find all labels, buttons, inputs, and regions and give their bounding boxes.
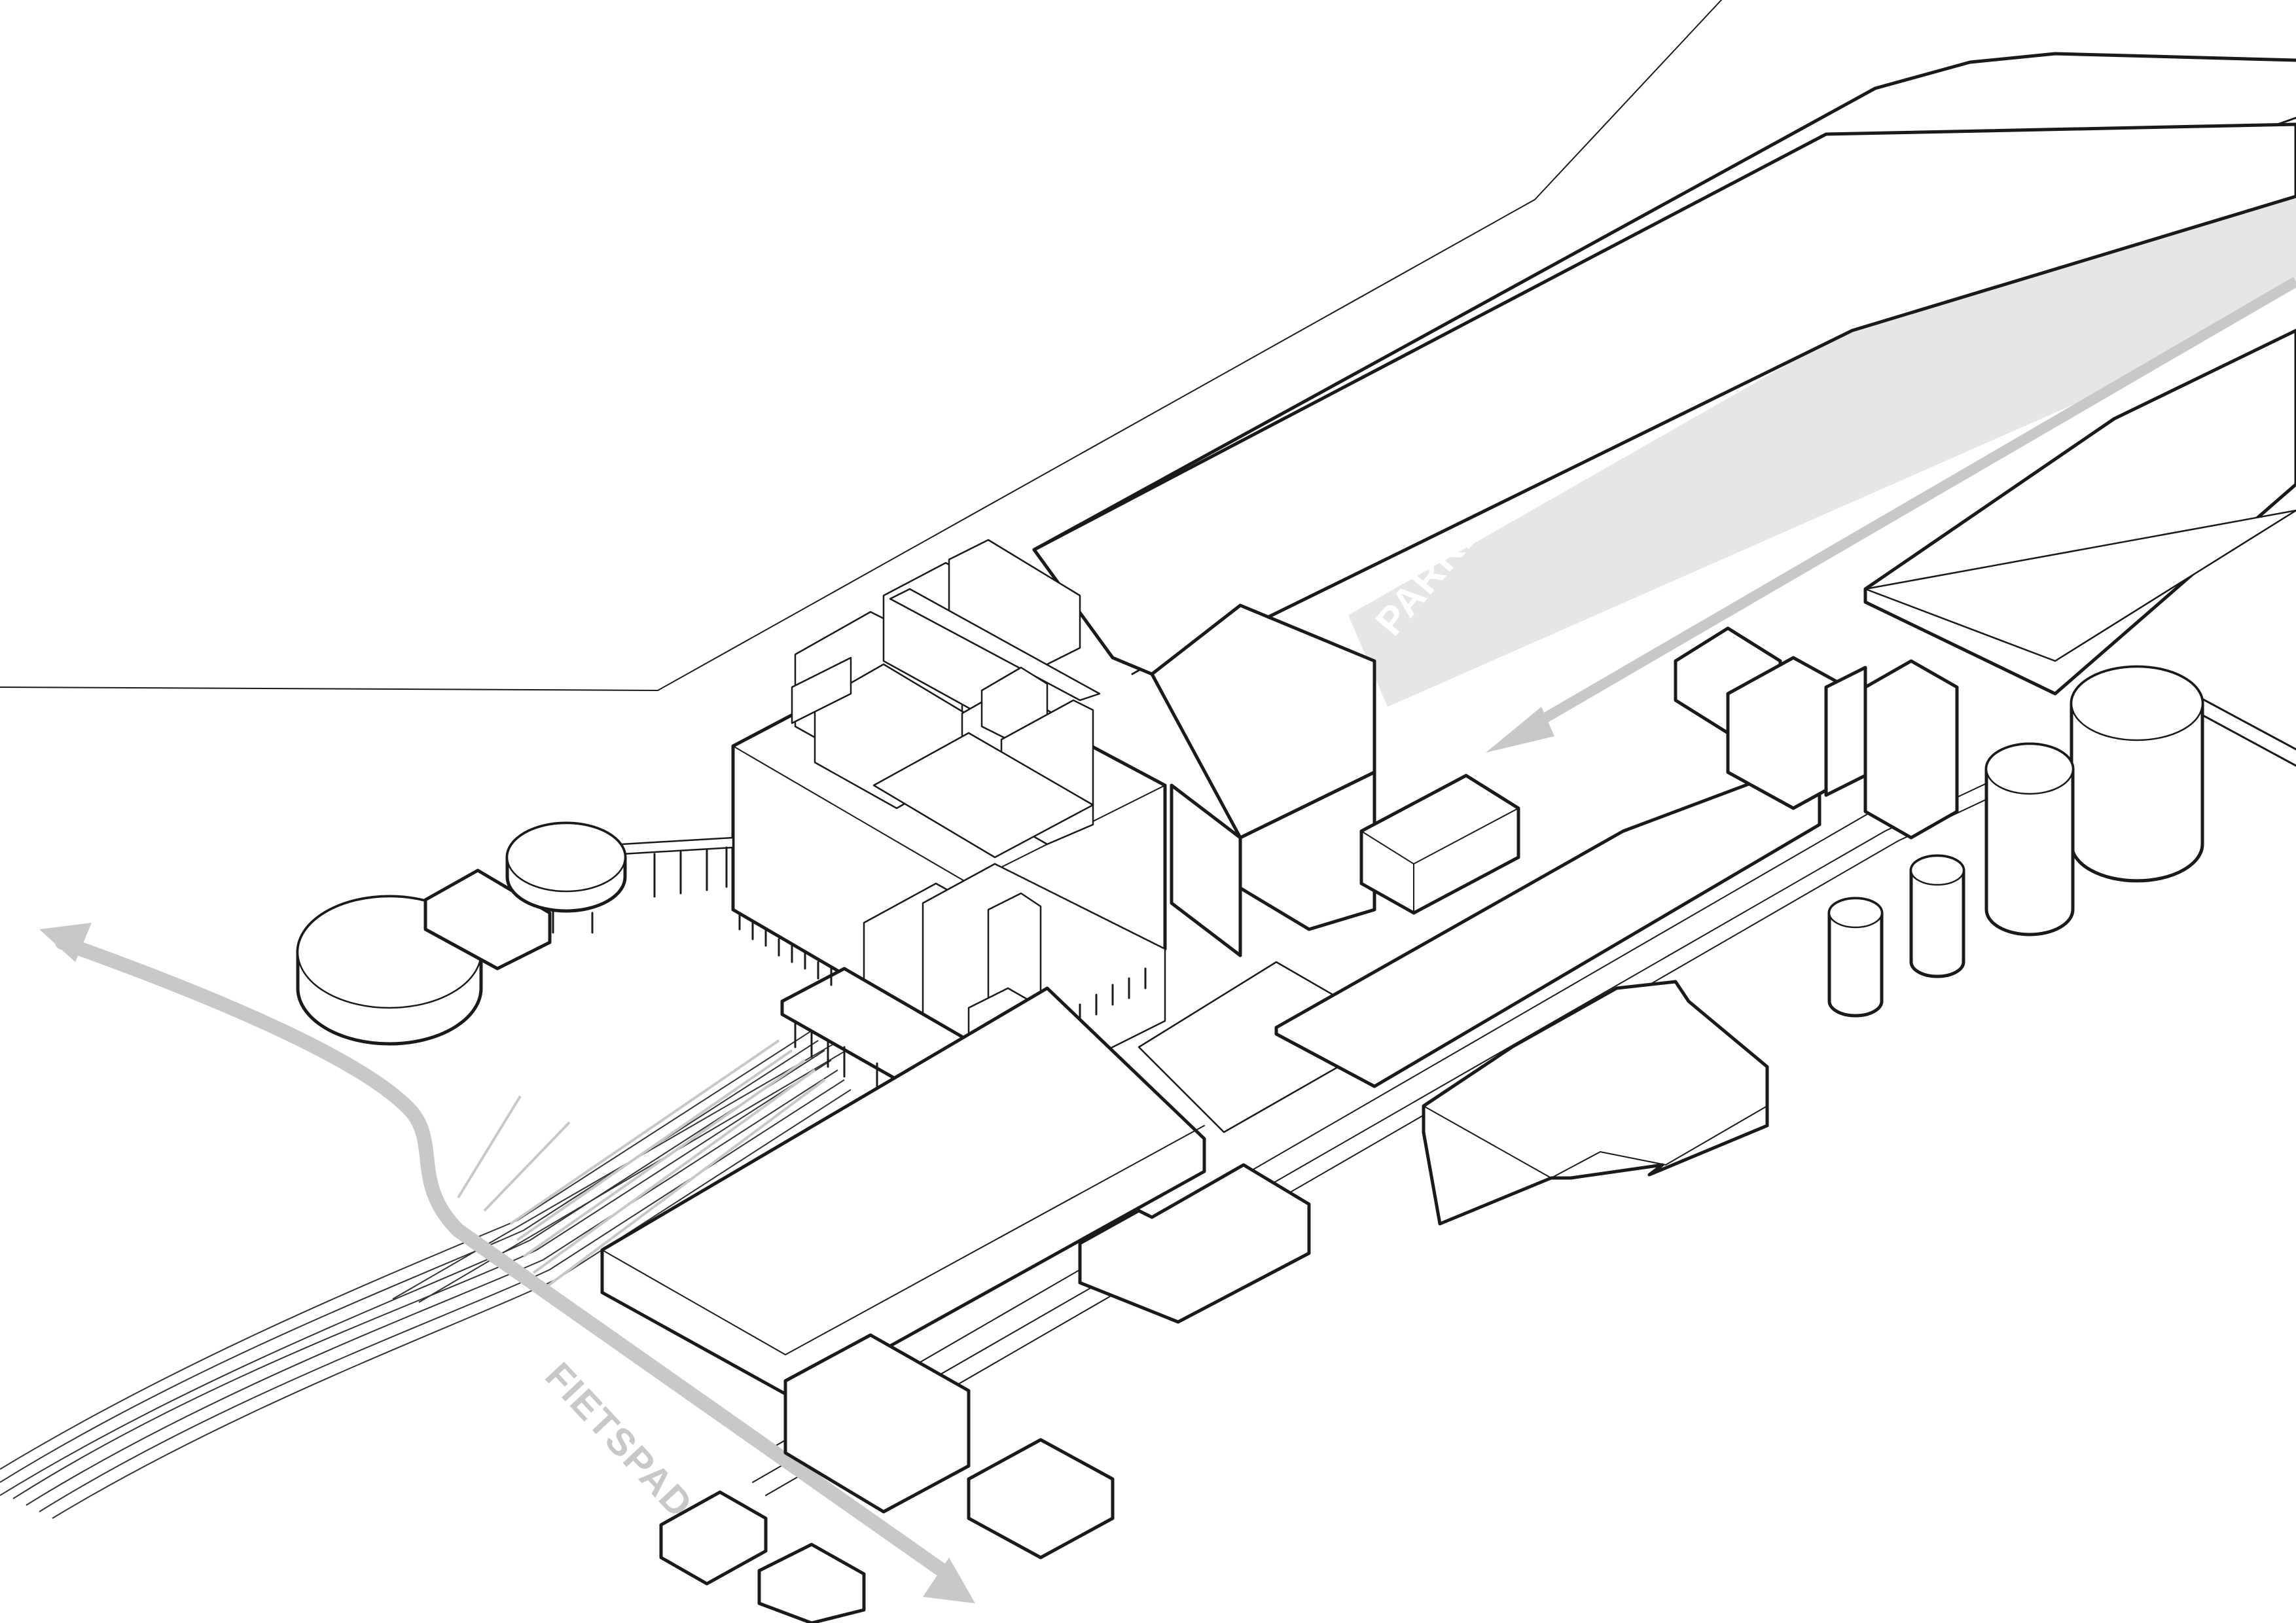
rail-tracks — [0, 1030, 858, 1519]
parking-arrow-line — [1522, 277, 2296, 734]
round-buildings-west — [296, 821, 627, 1046]
station-complex — [620, 539, 1167, 1088]
parking-arrow-head — [1486, 707, 1554, 753]
bike-path-route — [55, 935, 950, 1578]
middle-row-buildings — [1274, 329, 2296, 1088]
parking-area-fill — [1348, 187, 2296, 707]
platform-building — [600, 961, 1363, 1623]
angular-building — [1422, 980, 1769, 1226]
bike-path-arrowhead-south — [923, 1558, 975, 1603]
rear-long-building — [1032, 122, 2296, 957]
silos — [1827, 665, 2204, 1018]
bike-path-arrowhead-west — [39, 923, 92, 962]
